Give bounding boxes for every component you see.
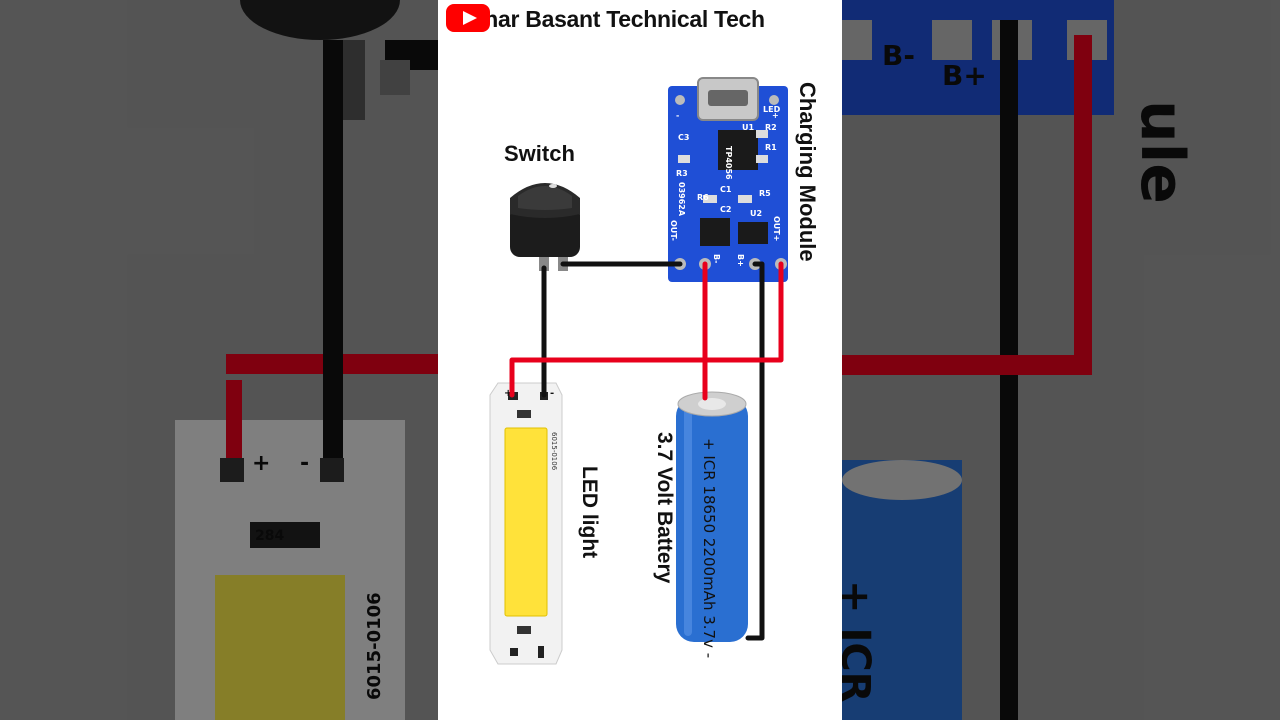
diagram-panel: - + R2 C3 R1 R3 03962A R6 C1 R5 C2 U2 U1… xyxy=(438,0,842,720)
comp-r1: R1 xyxy=(765,143,777,152)
pin-b-plus: B+ xyxy=(736,254,745,267)
battery-label: 3.7 Volt Battery xyxy=(653,432,676,584)
comp-u2: U2 xyxy=(750,209,762,218)
chip-marking: TP4056 xyxy=(724,146,733,180)
comp-c2: C2 xyxy=(720,205,731,214)
battery-18650: + ICR 18650 2200mAh 3.7v - xyxy=(676,391,748,658)
background-right-text: ule xyxy=(1127,100,1197,204)
battery-marking: + ICR 18650 2200mAh 3.7v - xyxy=(700,438,718,658)
comp-c3: C3 xyxy=(678,133,689,142)
svg-text:284: 284 xyxy=(255,528,284,544)
led-light-strip: + - 6015-0106 xyxy=(489,382,563,665)
background-right-pin-bminus: B- xyxy=(882,39,915,72)
switch-label: Switch xyxy=(504,141,575,166)
background-left-part: 6015-0106 xyxy=(364,592,385,700)
background-right-dim xyxy=(842,0,1280,720)
background-left-dim xyxy=(0,0,438,720)
led-part-number: 6015-0106 xyxy=(550,432,558,471)
background-left-art: 284 + - 6015-0106 xyxy=(0,0,438,720)
youtube-play-icon xyxy=(446,4,490,32)
led-light-label: LED light xyxy=(578,466,601,559)
comp-u1: U1 xyxy=(742,123,754,132)
wire-b-minus-to-battery-minus xyxy=(745,261,765,641)
rocker-switch xyxy=(510,183,580,271)
wires-black xyxy=(541,261,765,641)
comp-r5: R5 xyxy=(759,189,771,198)
comp-code: 03962A xyxy=(677,182,686,217)
background-right-battery-text: + ICR xyxy=(842,580,878,702)
background-left-minus: - xyxy=(300,451,309,476)
wiring-diagram: - + R2 C3 R1 R3 03962A R6 C1 R5 C2 U2 U1… xyxy=(489,77,788,665)
background-left-plus: + xyxy=(252,451,270,476)
background-right-pin-bplus: B+ xyxy=(942,59,987,92)
mosfet-ic xyxy=(738,222,768,244)
comp-r6: R6 xyxy=(697,193,709,202)
charging-module-board: - + R2 C3 R1 R3 03962A R6 C1 R5 C2 U2 U1… xyxy=(668,77,788,282)
protection-ic xyxy=(700,218,730,246)
channel-header: Tushar Basant Technical Tech xyxy=(446,4,765,34)
pin-b-minus: B- xyxy=(712,254,721,263)
wires-red xyxy=(509,261,784,401)
background-left: 284 + - 6015-0106 xyxy=(0,0,438,720)
background-right-art: B- B+ + ICR ule xyxy=(842,0,1280,720)
comp-r2: R2 xyxy=(765,123,777,132)
background-right: B- B+ + ICR ule xyxy=(842,0,1280,720)
pin-out-minus: OUT- xyxy=(669,220,678,241)
charger-ic xyxy=(718,130,758,170)
channel-name: Tushar Basant Technical Tech xyxy=(446,5,765,32)
led-terminal-minus: - xyxy=(550,388,554,399)
comp-led: LED xyxy=(763,105,781,114)
led-terminal-plus: + xyxy=(504,388,512,399)
pin-top-plus: + xyxy=(772,111,779,120)
comp-r3: R3 xyxy=(676,169,688,178)
pin-out-plus: OUT+ xyxy=(772,216,781,241)
charging-module-label: Charging Module xyxy=(795,82,820,262)
wire-out-plus-to-led-plus xyxy=(509,261,784,398)
pin-top-minus: - xyxy=(676,111,679,120)
comp-c1: C1 xyxy=(720,185,732,194)
